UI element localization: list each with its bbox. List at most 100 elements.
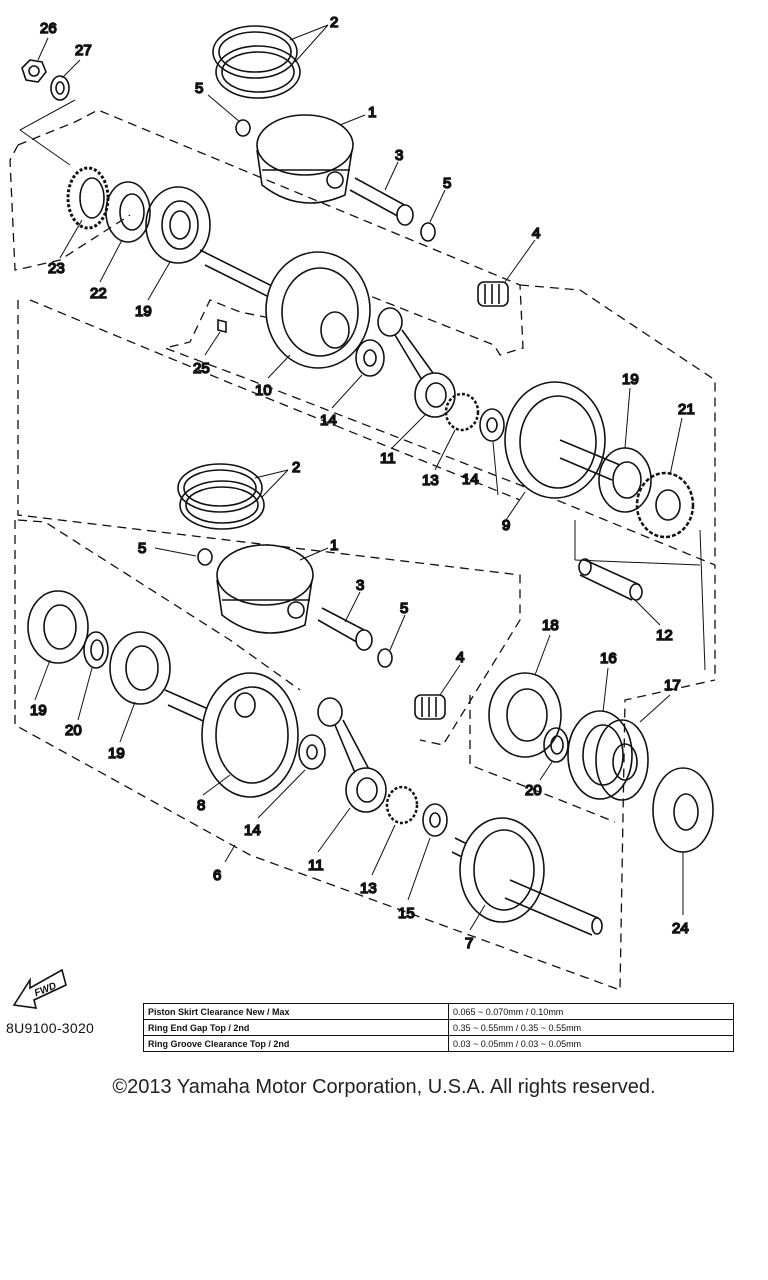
- needle-bearing-4-lower: [414, 694, 446, 720]
- spec-label: Piston Skirt Clearance New / Max: [143, 1003, 449, 1020]
- table-row: Piston Skirt Clearance New / Max 0.065 ~…: [143, 1003, 734, 1020]
- needle-bearing-4-upper: [477, 281, 509, 307]
- callout: 5: [400, 600, 408, 617]
- callout: 9: [502, 517, 510, 534]
- shaft-12: [578, 558, 643, 601]
- crank-half-8: [164, 672, 299, 798]
- callout: 3: [356, 577, 364, 594]
- callout: 21: [678, 401, 695, 418]
- table-row: Ring End Gap Top / 2nd 0.35 ~ 0.55mm / 0…: [143, 1019, 734, 1036]
- callout: 27: [75, 42, 92, 59]
- assembly-boundary-lower: [14, 299, 716, 991]
- circlip-5-d: [377, 648, 393, 668]
- leader-lines: [34, 24, 684, 931]
- callout: 23: [48, 260, 65, 277]
- shim-20-b: [543, 727, 569, 763]
- callout: 2: [330, 14, 338, 31]
- callout: 20: [65, 722, 82, 739]
- callout: 8: [197, 797, 205, 814]
- callout: 6: [213, 867, 221, 884]
- callout: 25: [193, 360, 210, 377]
- spec-table: Piston Skirt Clearance New / Max 0.065 ~…: [143, 1003, 734, 1052]
- spec-value: 0.03 ~ 0.05mm / 0.03 ~ 0.05mm: [448, 1035, 734, 1052]
- bearing-19-a: [145, 186, 211, 264]
- seal-17: [595, 719, 649, 801]
- sprocket-21: [635, 471, 695, 539]
- con-rod-11-lower: [317, 697, 387, 813]
- callout: 11: [308, 857, 324, 874]
- callout: 5: [195, 80, 203, 97]
- callout: 4: [456, 649, 464, 666]
- bearing-18: [488, 672, 562, 758]
- callout: 19: [622, 371, 639, 388]
- spec-value: 0.065 ~ 0.070mm / 0.10mm: [448, 1003, 734, 1020]
- circlip-5-b: [420, 222, 436, 242]
- crank-half-9: [504, 381, 621, 499]
- seal-24: [652, 767, 714, 853]
- circlip-5-a: [235, 119, 251, 137]
- seal-22: [105, 181, 151, 243]
- washer-27: [50, 75, 70, 101]
- needle-bearing-13-lower: [385, 785, 419, 825]
- washer-14-a: [355, 339, 385, 377]
- callout: 1: [330, 537, 338, 554]
- exploded-parts-diagram: 26 27 2 5 1 3 5 4 23 22 19 25 10 14 11 1…: [9, 13, 716, 1009]
- callout: 26: [40, 20, 57, 37]
- spec-value: 0.35 ~ 0.55mm / 0.35 ~ 0.55mm: [448, 1019, 734, 1036]
- callout: 13: [360, 880, 377, 897]
- callout-labels: 26 27 2 5 1 3 5 4 23 22 19 25 10 14 11 1…: [29, 13, 695, 953]
- fwd-arrow-icon: FWD: [12, 968, 67, 1009]
- washer-14-b: [479, 408, 505, 442]
- callout: 2: [292, 459, 300, 476]
- callout: 17: [664, 677, 681, 694]
- piston-lower: [216, 544, 314, 634]
- copyright-notice: ©2013 Yamaha Motor Corporation, U.S.A. A…: [112, 1076, 656, 1098]
- seal-16: [567, 710, 633, 800]
- washer-15: [422, 803, 448, 837]
- piston-pin-upper: [349, 177, 414, 226]
- piston-rings-lower: [177, 463, 265, 530]
- spec-label: Ring Groove Clearance Top / 2nd: [143, 1035, 449, 1052]
- callout: 5: [138, 540, 146, 557]
- callout: 19: [30, 702, 47, 719]
- crank-half-10: [199, 249, 371, 369]
- piston-pin-lower: [317, 607, 373, 651]
- callout: 1: [368, 104, 376, 121]
- callout: 14: [462, 471, 479, 488]
- shim-20-a: [83, 631, 109, 669]
- bearing-19-c: [27, 590, 89, 664]
- callout: 5: [443, 175, 451, 192]
- callout: 19: [108, 745, 125, 762]
- bearing-19-b: [598, 447, 652, 513]
- key-25: [217, 318, 227, 334]
- callout: 14: [244, 822, 261, 839]
- callout: 7: [465, 935, 473, 952]
- callout: 12: [656, 627, 673, 644]
- callout: 24: [672, 920, 689, 937]
- needle-bearing-13-upper: [444, 392, 480, 432]
- sprocket-23: [66, 166, 110, 230]
- spec-label: Ring End Gap Top / 2nd: [143, 1019, 449, 1036]
- callout: 4: [532, 225, 540, 242]
- callout: 19: [135, 303, 152, 320]
- circlip-5-c: [197, 548, 213, 566]
- con-rod-11-upper: [377, 307, 456, 418]
- callout: 15: [398, 905, 415, 922]
- diagram-part-code: 8U9100-3020: [6, 1020, 95, 1036]
- washer-14-c: [298, 734, 326, 770]
- callout: 18: [542, 617, 559, 634]
- table-row: Ring Groove Clearance Top / 2nd 0.03 ~ 0…: [143, 1035, 734, 1052]
- crank-half-7: [451, 817, 603, 936]
- callout: 20: [525, 782, 542, 799]
- callout: 16: [600, 650, 617, 667]
- nut-26: [21, 59, 47, 83]
- piston-rings-upper: [212, 25, 301, 99]
- connector-lines: [19, 99, 706, 671]
- callout: 11: [380, 450, 396, 467]
- callout: 3: [395, 147, 403, 164]
- callout: 14: [320, 412, 337, 429]
- piston-upper: [256, 114, 354, 204]
- callout: 22: [90, 285, 107, 302]
- callout: 10: [255, 382, 272, 399]
- bearing-19-d: [109, 631, 171, 705]
